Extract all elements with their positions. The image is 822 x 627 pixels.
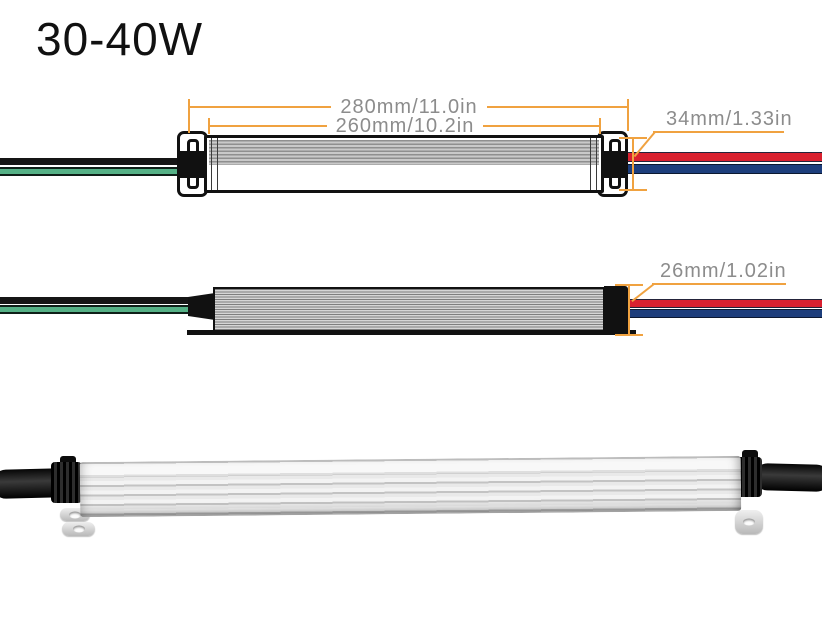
dim-label-height-26: 26mm/1.02in [660, 260, 787, 282]
dim-label-outer-length: 280mm/11.0in [340, 96, 478, 118]
dim-label-height-34: 34mm/1.33in [666, 108, 793, 130]
side-left-wire-green [0, 305, 192, 314]
heatsink-ribs [209, 140, 599, 165]
leader-line [653, 131, 784, 133]
dim-line [209, 125, 327, 127]
side-right-end-cap [604, 286, 628, 333]
photo-driver-body [79, 455, 742, 518]
photo-right-ear [735, 510, 763, 534]
front-left-cable-gland [179, 151, 207, 178]
mounting-baseplate [187, 330, 636, 335]
dim-line [189, 106, 332, 108]
photo-left-cable-gland [51, 462, 82, 503]
end-seam-right [590, 138, 597, 190]
dimension-inner-length: 260mm/10.2in [209, 116, 601, 136]
dim-line [486, 106, 630, 108]
front-left-wire-black [0, 158, 182, 165]
dim-tick [188, 99, 190, 133]
dim-tick [208, 118, 210, 134]
front-right-wire-red [628, 152, 822, 162]
side-driver-body [213, 287, 605, 332]
dim-label-inner-length: 260mm/10.2in [335, 115, 475, 137]
front-left-wire-green [0, 167, 182, 176]
front-right-wire-blue [628, 164, 822, 174]
side-left-cable-gland [188, 293, 215, 320]
dim-tick [599, 118, 601, 134]
dimension-outer-length: 280mm/11.0in [189, 96, 630, 118]
end-seam-left [211, 138, 218, 190]
dimension-height-26 [615, 284, 643, 336]
dimension-height-34 [619, 137, 647, 191]
wattage-title: 30-40W [36, 13, 204, 65]
dim-line [483, 125, 601, 127]
leader-line [652, 283, 786, 285]
side-right-wire-blue [627, 309, 822, 318]
side-left-wire-black [0, 297, 192, 304]
photo-left-ear-lower [62, 522, 95, 536]
side-right-wire-red [627, 299, 822, 308]
photo-right-cable [753, 463, 822, 492]
dim-tick [627, 99, 629, 131]
front-driver-body [204, 135, 604, 193]
